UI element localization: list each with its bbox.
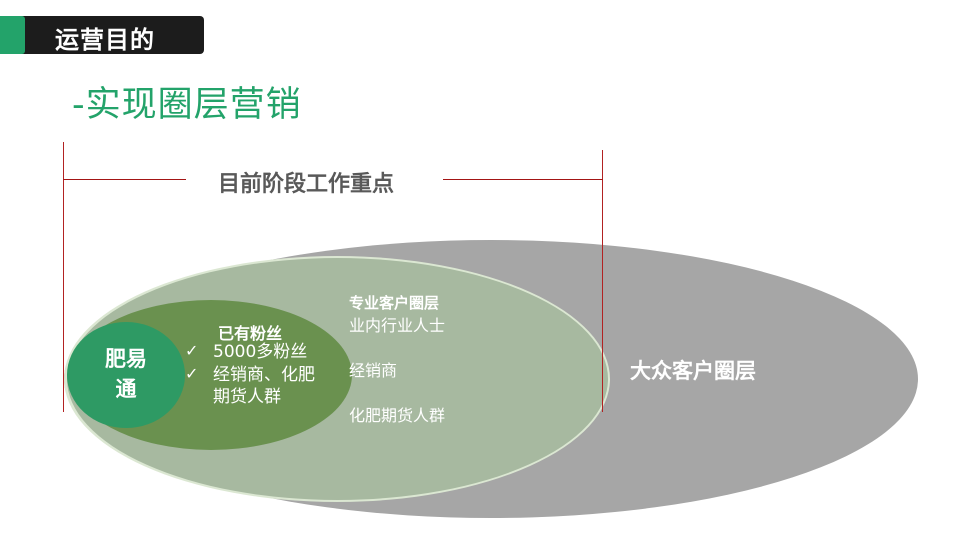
professional-item: 化肥期货人群: [349, 406, 446, 425]
section-tag-label: 运营目的: [55, 26, 155, 54]
section-tag: 运营目的: [0, 16, 204, 54]
bracket-left-line: [63, 142, 64, 412]
section-tag-accent: [0, 16, 25, 54]
bracket-right-line-overlay: [602, 240, 603, 412]
check-icon: ✓: [185, 364, 199, 383]
professional-item: 业内行业人士: [349, 316, 446, 335]
fans-item: 5000多粉丝: [213, 342, 308, 362]
focus-label: 目前阶段工作重点: [190, 166, 422, 198]
professional-title: 专业客户圈层: [349, 294, 440, 312]
core-label-line2: 通: [115, 377, 137, 401]
check-icon: ✓: [185, 341, 199, 360]
fans-item: 期货人群: [213, 387, 281, 407]
core-brand-label: 肥易 通: [92, 344, 160, 404]
fans-title: 已有粉丝: [218, 324, 283, 343]
bracket-top-line-left: [63, 179, 186, 180]
bracket-top-line-right: [443, 179, 603, 180]
professional-item: 经销商: [349, 361, 398, 380]
slide-subtitle: -实现圈层营销: [72, 85, 302, 125]
core-brand-circle: [67, 322, 185, 428]
core-label-line1: 肥易: [105, 347, 147, 371]
public-title: 大众客户圈层: [630, 359, 756, 383]
fans-item: 经销商、化肥: [213, 365, 315, 385]
